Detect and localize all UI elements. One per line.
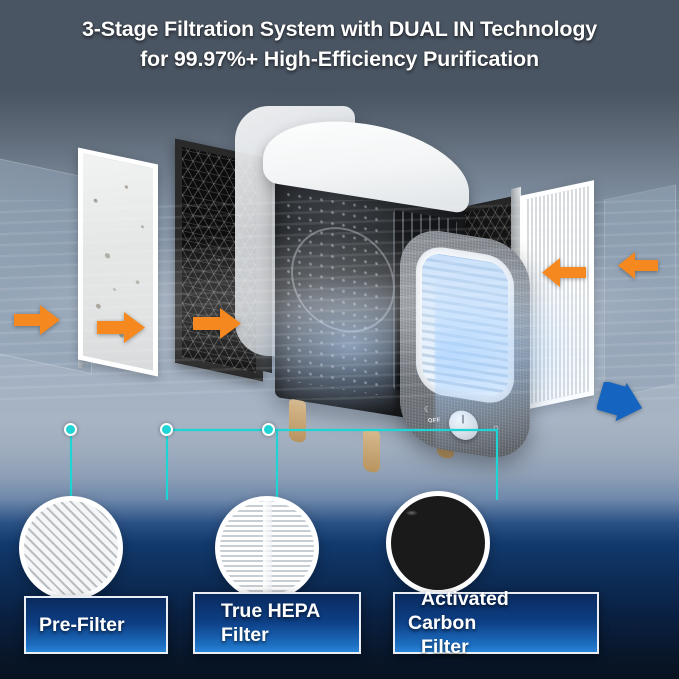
- connector-dot-carbon-filter: [262, 423, 275, 436]
- airflow-in-arrow: [14, 305, 60, 335]
- header-banner: 3-Stage Filtration System with DUAL IN T…: [0, 0, 679, 92]
- label-activated-carbon-filter[interactable]: Activated Carbon Filter: [393, 588, 599, 658]
- unit-leg: [363, 428, 380, 474]
- clean-air-plane: [604, 184, 676, 400]
- connector-dot-pre-filter: [64, 423, 77, 436]
- exploded-diagram: ☾ OFF ☼: [0, 80, 679, 474]
- page-title: 3-Stage Filtration System with DUAL IN T…: [0, 14, 679, 74]
- moon-icon: ☾: [424, 404, 432, 415]
- title-line-2: for 99.97%+ High-Efficiency Purification: [140, 47, 539, 71]
- louver-slats: [422, 251, 508, 399]
- label-carbon-line-1: Activated Carbon: [408, 588, 509, 634]
- air-purifier-body: ☾ OFF ☼: [235, 100, 605, 474]
- airflow-in-arrow: [97, 312, 145, 343]
- title-line-1: 3-Stage Filtration System with DUAL IN T…: [81, 17, 598, 41]
- hepa-filter-sample-circle: [215, 496, 319, 600]
- air-outlet-grille: [416, 243, 514, 407]
- label-true-hepa-filter[interactable]: True HEPA Filter: [193, 592, 361, 654]
- hepa-panel-right: [520, 180, 594, 411]
- label-true-hepa-filter-text: True HEPA Filter: [195, 599, 346, 647]
- airflow-in-arrow: [542, 258, 586, 287]
- pre-filter-sample-circle: [19, 496, 123, 600]
- connector-dot-hepa-filter: [160, 423, 173, 436]
- label-carbon-line-2: Filter: [421, 636, 469, 658]
- label-activated-carbon-filter-text: Activated Carbon Filter: [395, 587, 597, 659]
- carbon-filter-sample-circle: [386, 491, 490, 595]
- label-hepa-line-2: Filter: [221, 624, 269, 646]
- sun-icon: ☼: [492, 421, 501, 433]
- label-hepa-line-1: True HEPA: [221, 600, 321, 622]
- airflow-in-arrow: [618, 252, 658, 279]
- label-pre-filter[interactable]: Pre-Filter: [24, 596, 168, 654]
- control-knob[interactable]: [449, 408, 478, 443]
- clean-air-out-arrow: [597, 382, 645, 424]
- front-fabric-panel: ☾ OFF ☼: [400, 224, 530, 464]
- unit-leg: [289, 398, 306, 444]
- label-pre-filter-text: Pre-Filter: [39, 614, 125, 636]
- knob-off-label: OFF: [427, 417, 442, 425]
- airflow-in-arrow: [193, 308, 241, 339]
